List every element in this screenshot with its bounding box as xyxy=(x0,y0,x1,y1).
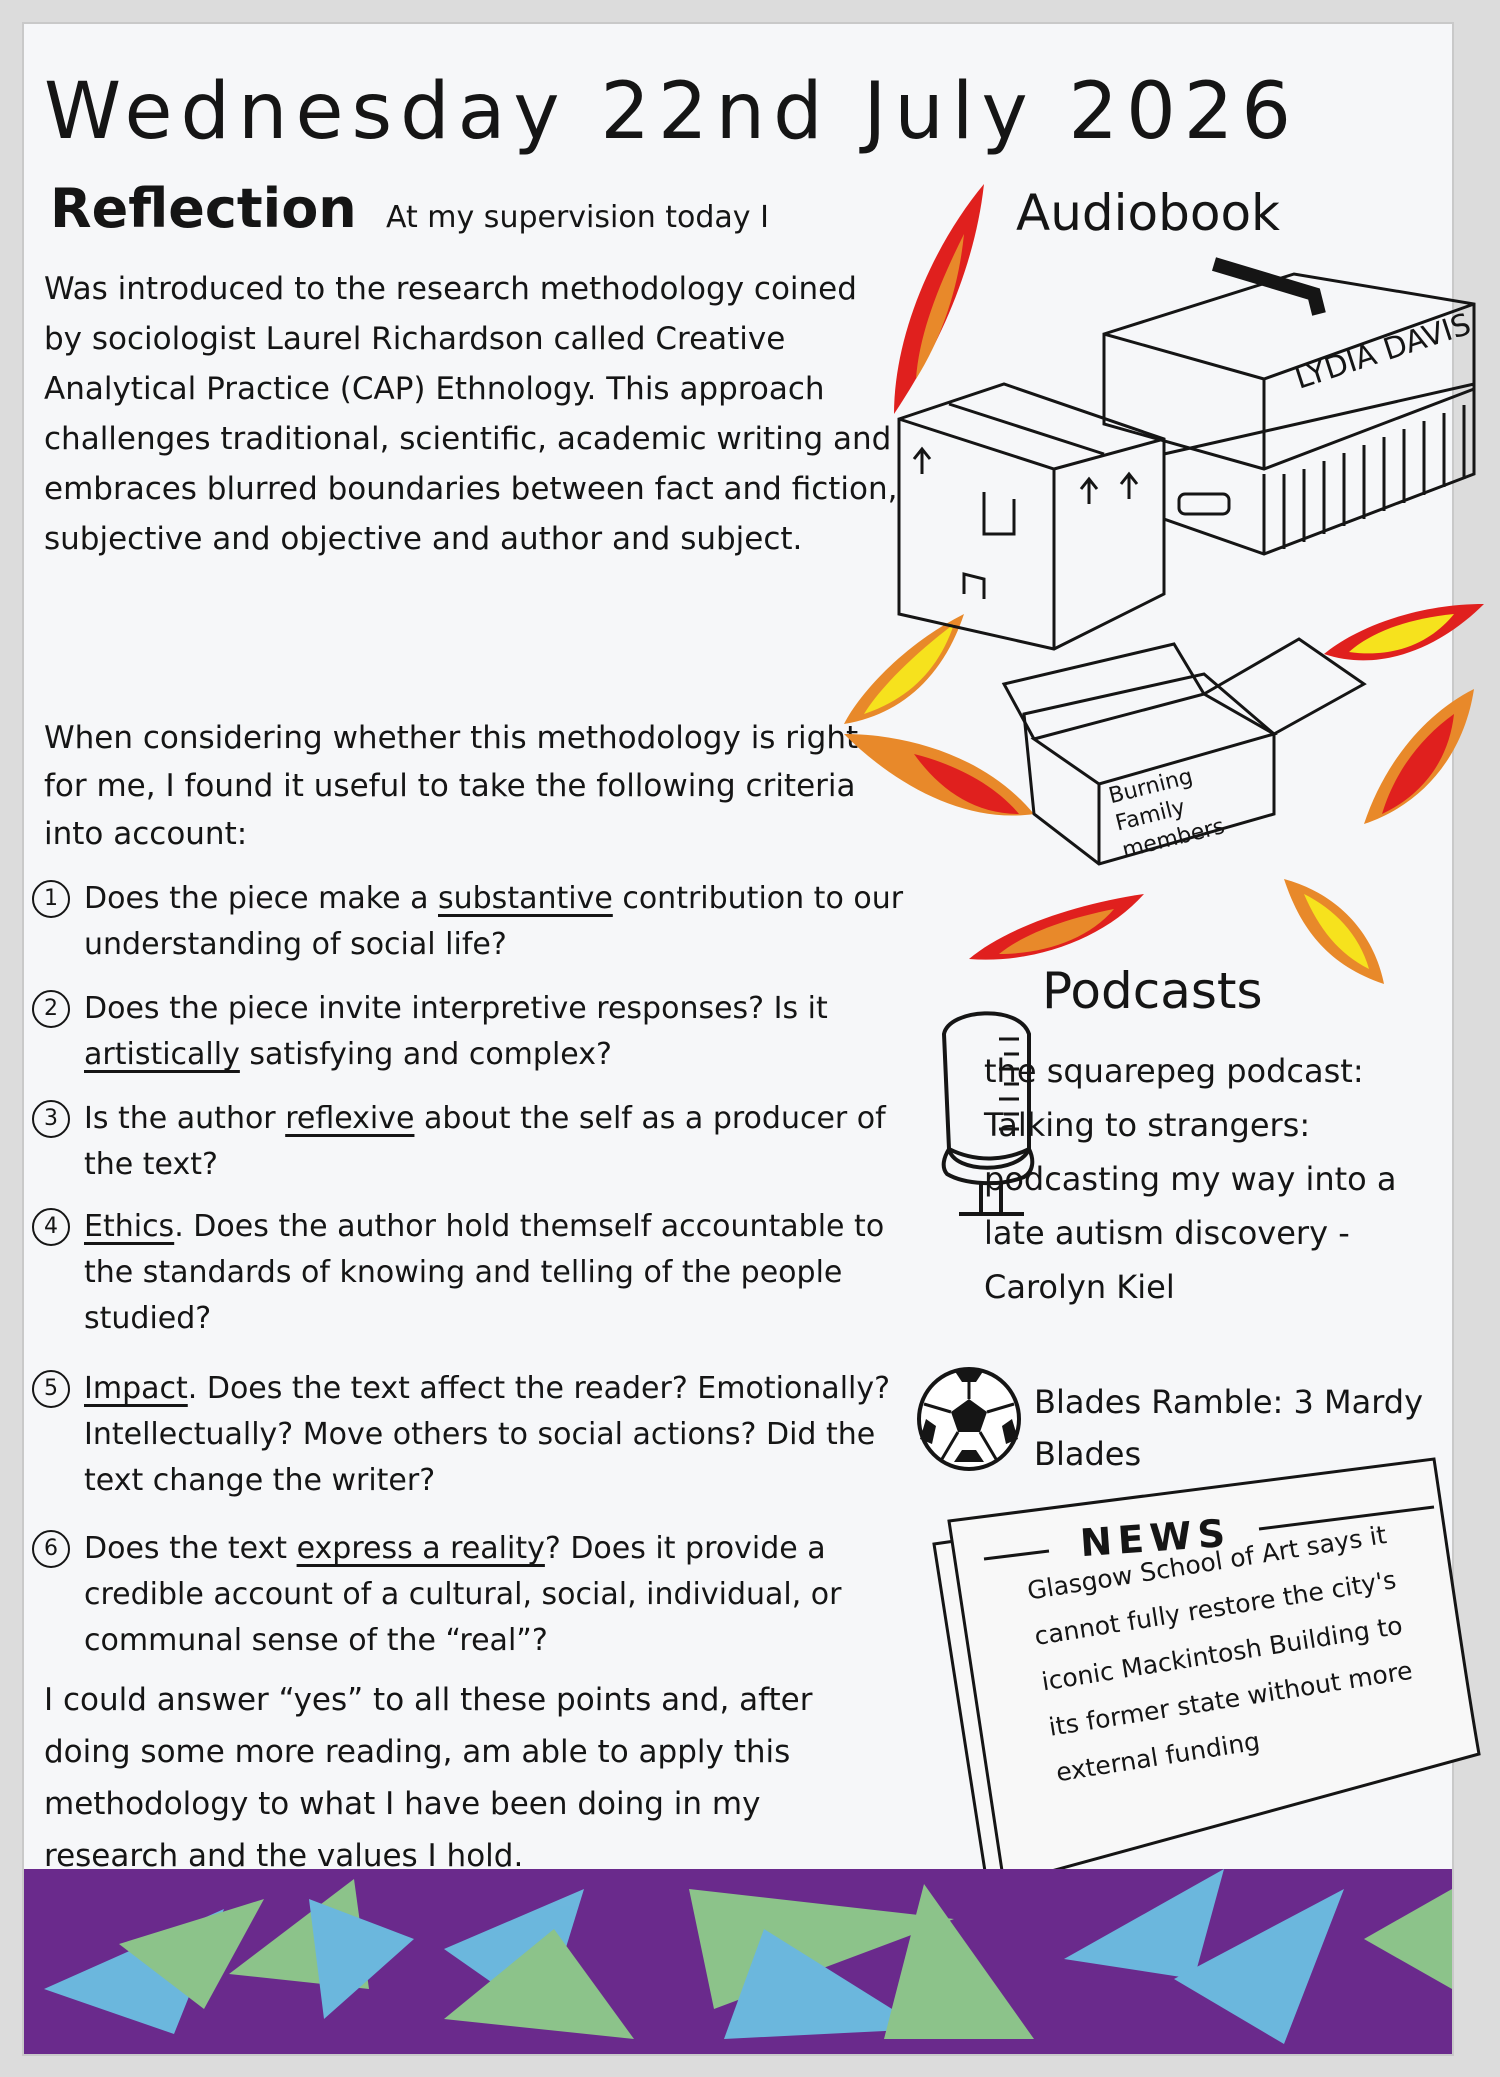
criterion-text: Is the author reflexive about the self a… xyxy=(84,1096,932,1188)
criterion-item: 5 Impact. Does the text affect the reade… xyxy=(32,1366,932,1504)
decorative-triangle-strip xyxy=(24,1869,1452,2054)
flame-icon xyxy=(844,614,964,724)
criterion-text: Does the text express a reality? Does it… xyxy=(84,1526,932,1664)
football-icon xyxy=(917,1367,1021,1471)
criterion-keyword: reflexive xyxy=(285,1101,415,1136)
reflection-conclusion: I could answer “yes” to all these points… xyxy=(44,1682,813,1874)
podcast-entry: Blades Ramble: 3 Mardy Blades xyxy=(1034,1383,1424,1473)
criterion-text-after: ? Does it provide a credible account of … xyxy=(84,1531,842,1658)
flame-icon xyxy=(844,734,1034,816)
criterion-item: 1 Does the piece make a substantive cont… xyxy=(32,876,932,968)
box-label-lydia-davis: LYDIA DAVIS xyxy=(1291,307,1476,397)
criterion-text-after: . Does the author hold themself accounta… xyxy=(84,1209,885,1336)
criterion-number: 1 xyxy=(32,880,70,918)
criterion-number: 6 xyxy=(32,1530,70,1568)
criterion-number: 4 xyxy=(32,1208,70,1246)
criterion-text: Does the piece invite interpretive respo… xyxy=(84,986,932,1078)
criterion-text-before: Is the author xyxy=(84,1101,286,1136)
criterion-text: Impact. Does the text affect the reader?… xyxy=(84,1366,932,1504)
criterion-text-after: . Does the text affect the reader? Emoti… xyxy=(84,1371,891,1498)
criterion-text-before: Does the piece invite interpretive respo… xyxy=(84,991,828,1026)
criterion-keyword: artistically xyxy=(84,1037,240,1072)
page-date: Wednesday 22nd July 2026 xyxy=(44,67,1299,157)
criterion-item: 2 Does the piece invite interpretive res… xyxy=(32,986,932,1078)
criterion-number: 5 xyxy=(32,1370,70,1408)
reflection-heading: Reflection xyxy=(50,177,357,240)
audiobook-heading: Audiobook xyxy=(1016,184,1280,242)
criterion-number: 3 xyxy=(32,1100,70,1138)
flame-icon xyxy=(969,894,1144,960)
journal-page: Wednesday 22nd July 2026 Reflection At m… xyxy=(22,22,1484,2056)
reflection-paragraph-1: Was introduced to the research methodolo… xyxy=(44,271,898,557)
criterion-keyword: Impact xyxy=(84,1371,188,1406)
criterion-item: 4 Ethics. Does the author hold themself … xyxy=(32,1204,932,1342)
criterion-item: 3 Is the author reflexive about the self… xyxy=(32,1096,932,1188)
flame-icon xyxy=(1284,879,1384,984)
criterion-text: Ethics. Does the author hold themself ac… xyxy=(84,1204,932,1342)
box-label-burning-family: Burning Family members xyxy=(1106,764,1228,864)
criterion-keyword: Ethics xyxy=(84,1209,175,1244)
reflection-paragraph-2: When considering whether this methodolog… xyxy=(44,720,859,852)
flame-icon xyxy=(894,184,984,414)
reflection-intro: At my supervision today I xyxy=(386,200,769,235)
criterion-text-after: satisfying and complex? xyxy=(239,1037,612,1072)
flame-icon xyxy=(1364,689,1474,824)
criterion-text-before: Does the text xyxy=(84,1531,297,1566)
criterion-text-before: Does the piece make a xyxy=(84,881,438,916)
podcast-entry: the squarepeg podcast: Talking to strang… xyxy=(984,1052,1397,1306)
newspaper-icon xyxy=(932,1457,1481,1899)
criterion-keyword: express a reality xyxy=(296,1531,545,1566)
podcasts-heading: Podcasts xyxy=(1042,962,1263,1020)
criterion-text-after: about the self as a producer of the text… xyxy=(84,1101,886,1182)
criterion-text-after: contribution to our understanding of soc… xyxy=(84,881,904,962)
criterion-item: 6 Does the text express a reality? Does … xyxy=(32,1526,932,1664)
microphone-icon xyxy=(941,1011,1035,1216)
flame-icon xyxy=(1324,604,1484,661)
burning-boxes-illustration: LYDIA DAVIS Burning Family members xyxy=(844,184,1484,984)
criterion-keyword: substantive xyxy=(438,881,613,916)
criterion-text: Does the piece make a substantive contri… xyxy=(84,876,932,968)
criterion-number: 2 xyxy=(32,990,70,1028)
